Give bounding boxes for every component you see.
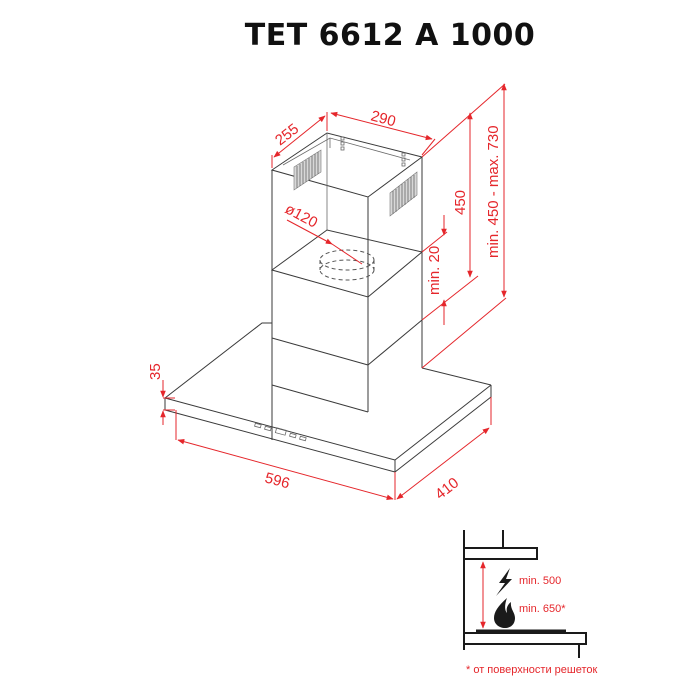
- dim-upper-height: 450: [452, 112, 473, 278]
- svg-text:ø120: ø120: [282, 201, 320, 232]
- svg-text:596: 596: [263, 469, 292, 492]
- control-panel: [254, 422, 307, 442]
- dim-overlap: min. 20: [426, 215, 447, 325]
- dim-canopy-width: 596: [175, 410, 396, 501]
- dim-chimney-width: 290: [330, 107, 436, 156]
- vent-grille-right: [389, 171, 418, 217]
- lower-chimney: [271, 252, 423, 413]
- gas-min-label: min. 650*: [519, 603, 566, 615]
- dim-canopy-depth: 410: [396, 397, 492, 503]
- model-title: TET 6612 A 1000: [244, 18, 536, 53]
- lightning-icon: [496, 568, 512, 596]
- upper-chimney: [270, 132, 424, 440]
- dim-canopy-thickness: 35: [147, 363, 175, 425]
- svg-text:min. 450 - max. 730: min. 450 - max. 730: [485, 125, 502, 258]
- dim-total-height: min. 450 - max. 730: [485, 83, 507, 298]
- mounting-holes: [340, 136, 406, 167]
- svg-text:410: 410: [432, 474, 462, 503]
- svg-text:450: 450: [452, 190, 469, 215]
- svg-text:290: 290: [369, 107, 398, 130]
- duct-outlet: [319, 249, 375, 281]
- flame-icon: [494, 598, 515, 628]
- svg-text:min. 20: min. 20: [426, 246, 443, 295]
- svg-text:255: 255: [272, 120, 302, 149]
- installation-inset: min. 500 min. 650* * от поверхности реше…: [463, 530, 597, 676]
- electric-min-label: min. 500: [519, 575, 561, 587]
- svg-text:35: 35: [147, 363, 164, 380]
- footnote: * от поверхности решеток: [466, 664, 597, 676]
